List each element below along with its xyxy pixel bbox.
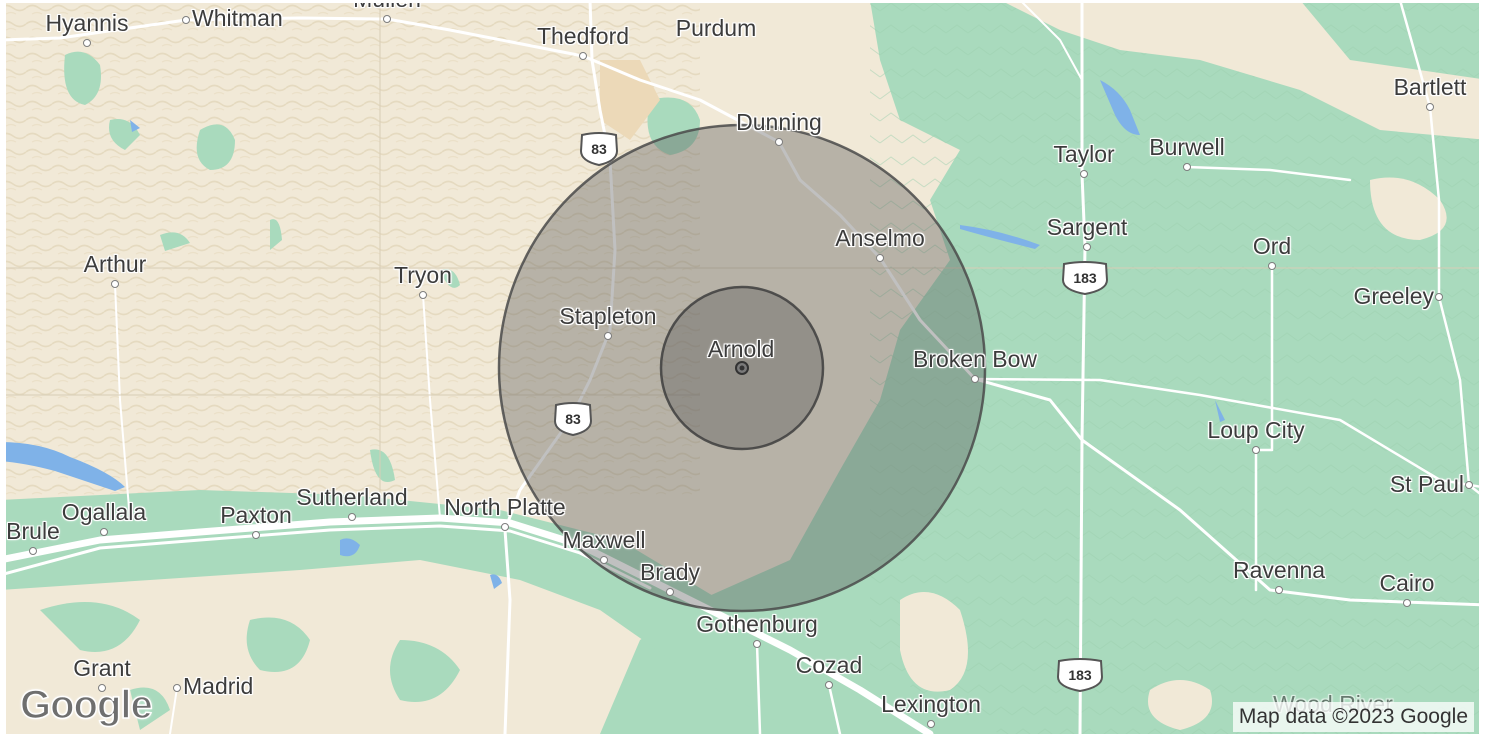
map-attribution[interactable]: Map data ©2023 Google: [1232, 702, 1474, 732]
town-label-bartlett[interactable]: Bartlett: [1393, 74, 1467, 100]
town-dot-mullen: [383, 15, 391, 23]
town-label-arthur[interactable]: Arthur: [83, 251, 147, 277]
town-dot-burwell: [1183, 163, 1191, 171]
town-label-hyannis[interactable]: Hyannis: [45, 10, 129, 36]
shield-icon: [1056, 658, 1104, 693]
town-label-sargent[interactable]: Sargent: [1046, 214, 1128, 240]
town-dot-grant: [98, 684, 106, 692]
town-label-taylor[interactable]: Taylor: [1053, 141, 1115, 167]
town-label-thedford[interactable]: Thedford: [536, 23, 630, 49]
town-label-madrid[interactable]: Madrid: [183, 673, 254, 699]
town-dot-lexington: [927, 720, 935, 728]
town-label-anselmo[interactable]: Anselmo: [835, 225, 925, 251]
town-label-maxwell[interactable]: Maxwell: [562, 527, 646, 553]
highway-number: 183: [1068, 667, 1092, 683]
town-label-paxton[interactable]: Paxton: [220, 502, 292, 528]
town-dot-taylor: [1080, 170, 1088, 178]
town-dot-sargent: [1083, 243, 1091, 251]
town-dot-bartlett: [1426, 103, 1434, 111]
highway-shield-us-83-north: 83: [579, 131, 619, 167]
google-logo[interactable]: Google: [19, 682, 153, 728]
town-label-lexington[interactable]: Lexington: [881, 691, 981, 717]
town-dot-north-platte: [501, 523, 509, 531]
highway-number: 83: [565, 411, 581, 427]
town-label-arnold[interactable]: Arnold: [707, 336, 775, 362]
town-dot-tryon: [419, 291, 427, 299]
town-label-sutherland[interactable]: Sutherland: [296, 484, 408, 510]
frame-left-edge: [0, 0, 6, 734]
town-dot-brule: [29, 547, 37, 555]
town-dot-st-paul: [1465, 481, 1473, 489]
town-dot-paxton: [252, 531, 260, 539]
town-dot-ogallala: [100, 528, 108, 536]
town-dot-hyannis: [83, 39, 91, 47]
town-label-mullen[interactable]: Mullen: [353, 0, 421, 13]
town-dot-sutherland: [348, 513, 356, 521]
shield-icon: [579, 132, 619, 167]
town-dot-stapleton: [604, 332, 612, 340]
town-dot-greeley: [1435, 293, 1443, 301]
town-dot-thedford: [579, 52, 587, 60]
town-dot-whitman: [182, 16, 190, 24]
town-label-ord[interactable]: Ord: [1252, 233, 1292, 259]
town-dot-ord: [1268, 262, 1276, 270]
frame-right-edge: [1479, 0, 1488, 734]
town-label-loup-city[interactable]: Loup City: [1207, 417, 1305, 443]
highway-number: 183: [1073, 270, 1097, 286]
town-label-purdum[interactable]: Purdum: [675, 15, 757, 41]
shield-icon: [1061, 261, 1109, 296]
town-label-cairo[interactable]: Cairo: [1379, 570, 1435, 596]
town-label-greeley[interactable]: Greeley: [1353, 283, 1434, 309]
town-label-burwell[interactable]: Burwell: [1149, 134, 1225, 160]
town-dot-arthur: [111, 280, 119, 288]
town-dot-dunning: [775, 138, 783, 146]
town-dot-anselmo: [876, 254, 884, 262]
town-label-brule[interactable]: Brule: [6, 518, 60, 544]
town-label-gothenburg[interactable]: Gothenburg: [696, 611, 818, 637]
town-dot-ravenna: [1275, 586, 1283, 594]
town-label-ogallala[interactable]: Ogallala: [61, 499, 147, 525]
town-label-brady[interactable]: Brady: [639, 559, 701, 585]
town-label-ravenna[interactable]: Ravenna: [1232, 557, 1326, 583]
highway-shield-us-183-south: 183: [1056, 657, 1104, 693]
frame-top-edge: [0, 0, 1488, 3]
highway-number: 83: [591, 141, 607, 157]
town-dot-gothenburg: [753, 640, 761, 648]
town-label-north-platte[interactable]: North Platte: [444, 494, 566, 520]
town-label-stapleton[interactable]: Stapleton: [559, 303, 657, 329]
town-dot-cozad: [825, 681, 833, 689]
town-dot-broken-bow: [971, 375, 979, 383]
town-dot-maxwell: [600, 556, 608, 564]
town-dot-brady: [666, 588, 674, 596]
town-dot-loup-city: [1252, 446, 1260, 454]
town-label-cozad[interactable]: Cozad: [795, 652, 863, 678]
town-label-broken-bow[interactable]: Broken Bow: [912, 346, 1038, 372]
town-label-grant[interactable]: Grant: [73, 655, 131, 681]
town-label-st-paul[interactable]: St Paul: [1389, 471, 1464, 497]
shield-icon: [553, 402, 593, 437]
town-dot-madrid: [173, 684, 181, 692]
town-label-dunning[interactable]: Dunning: [736, 109, 822, 135]
town-dot-cairo: [1403, 599, 1411, 607]
town-label-tryon[interactable]: Tryon: [394, 262, 452, 288]
town-label-whitman[interactable]: Whitman: [192, 5, 283, 31]
highway-shield-us-183-north: 183: [1061, 260, 1109, 296]
highway-shield-us-83-south: 83: [553, 401, 593, 437]
